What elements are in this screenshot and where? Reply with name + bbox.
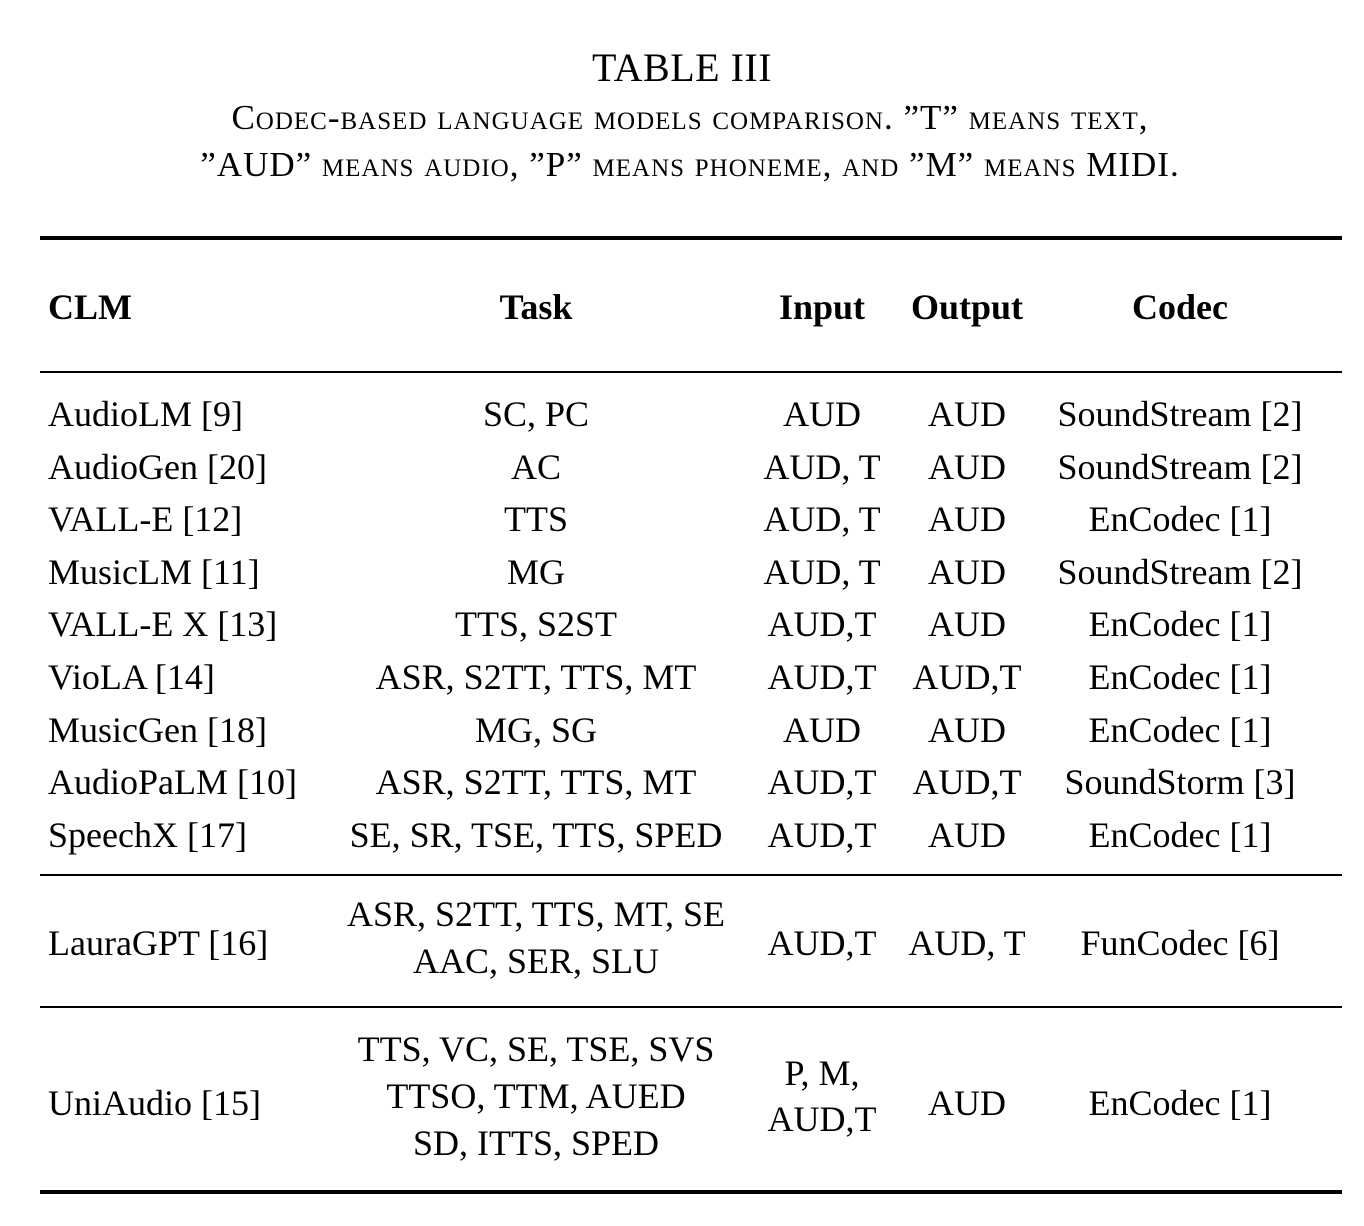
codec-cell: EnCodec [1] — [1088, 814, 1272, 855]
input-cell: AUD — [783, 394, 861, 434]
task-cell: TTS, S2ST — [454, 604, 618, 645]
input-cell: AUD,T — [767, 657, 877, 697]
header-task: Task — [499, 287, 573, 327]
output-cell: AUD — [928, 394, 1006, 434]
task-cell: TTS — [503, 499, 568, 540]
output-cell: AUD — [928, 604, 1006, 645]
table-caption: Codec-based language models comparison. … — [40, 94, 1340, 188]
task-cell-line-1: ASR, S2TT, TTS, MT, SE — [346, 894, 726, 934]
codec-cell: EnCodec [1] — [1088, 657, 1272, 697]
codec-cell: SoundStream [2] — [1057, 394, 1303, 434]
output-cell: AUD — [928, 551, 1006, 592]
output-cell: AUD — [928, 446, 1006, 487]
task-cell: MG, SG — [474, 709, 598, 750]
task-cell-line-2: AAC, SER, SLU — [412, 941, 660, 981]
clm-cell: AudioGen [20] — [48, 446, 267, 487]
clm-cell: LauraGPT [16] — [48, 923, 269, 963]
input-cell: AUD, T — [763, 499, 881, 540]
clm-cell: VALL-E X [13] — [48, 604, 278, 645]
caption-line-1: Codec-based language models comparison. … — [231, 98, 1149, 137]
task-cell: SC, PC — [482, 394, 590, 434]
header-input: Input — [778, 287, 866, 327]
task-cell: ASR, S2TT, TTS, MT — [375, 762, 697, 803]
clm-cell: UniAudio [15] — [48, 1083, 261, 1123]
output-cell: AUD — [928, 499, 1006, 540]
task-cell: AC — [510, 446, 561, 487]
header-rule — [40, 371, 1342, 373]
codec-cell: SoundStorm [3] — [1064, 762, 1296, 803]
group-rule-1 — [40, 874, 1342, 876]
output-cell: AUD — [928, 814, 1006, 855]
clm-cell: MusicGen [18] — [48, 709, 267, 750]
task-cell-line-2: TTSO, TTM, AUED — [386, 1076, 686, 1116]
task-cell: MG — [506, 551, 565, 592]
task-cell-line-3: SD, ITTS, SPED — [412, 1123, 660, 1163]
input-cell: AUD,T — [767, 762, 877, 803]
clm-cell: AudioLM [9] — [48, 394, 243, 434]
codec-cell: SoundStream [2] — [1057, 551, 1303, 592]
codec-cell: EnCodec [1] — [1088, 709, 1272, 750]
codec-cell: FunCodec [6] — [1080, 923, 1280, 963]
task-cell-line-1: TTS, VC, SE, TSE, SVS — [357, 1029, 715, 1069]
input-cell: AUD, T — [763, 551, 881, 592]
clm-cell: MusicLM [11] — [48, 551, 260, 592]
input-cell-line-1: P, M, — [784, 1053, 860, 1093]
input-cell: AUD, T — [763, 446, 881, 487]
codec-cell: EnCodec [1] — [1088, 604, 1272, 645]
task-cell: SE, SR, TSE, TTS, SPED — [349, 814, 723, 855]
input-cell: AUD,T — [767, 923, 877, 963]
task-cell: ASR, S2TT, TTS, MT — [375, 657, 697, 697]
header-clm: CLM — [48, 287, 132, 327]
input-cell: AUD,T — [767, 604, 877, 645]
codec-cell: SoundStream [2] — [1057, 446, 1303, 487]
codec-cell: EnCodec [1] — [1088, 1083, 1272, 1123]
input-cell: AUD,T — [767, 814, 877, 855]
group-rule-2 — [40, 1006, 1342, 1008]
top-rule — [40, 236, 1342, 240]
input-cell: AUD — [783, 709, 861, 750]
output-cell: AUD — [928, 1083, 1006, 1123]
output-cell: AUD, T — [908, 923, 1026, 963]
output-cell: AUD — [928, 709, 1006, 750]
table-label: TABLE III — [591, 45, 773, 90]
output-cell: AUD,T — [912, 762, 1022, 803]
clm-cell: VALL-E [12] — [48, 499, 243, 540]
clm-cell: SpeechX [17] — [48, 814, 247, 855]
caption-line-2: ”AUD” means audio, ”P” means phoneme, an… — [200, 145, 1180, 184]
header-output: Output — [910, 287, 1024, 327]
clm-cell: VioLA [14] — [48, 657, 215, 697]
header-codec: Codec — [1132, 287, 1228, 327]
bottom-rule — [40, 1190, 1342, 1194]
clm-cell: AudioPaLM [10] — [48, 762, 297, 803]
output-cell: AUD,T — [912, 657, 1022, 697]
codec-cell: EnCodec [1] — [1088, 499, 1272, 540]
input-cell-line-2: AUD,T — [767, 1099, 877, 1139]
